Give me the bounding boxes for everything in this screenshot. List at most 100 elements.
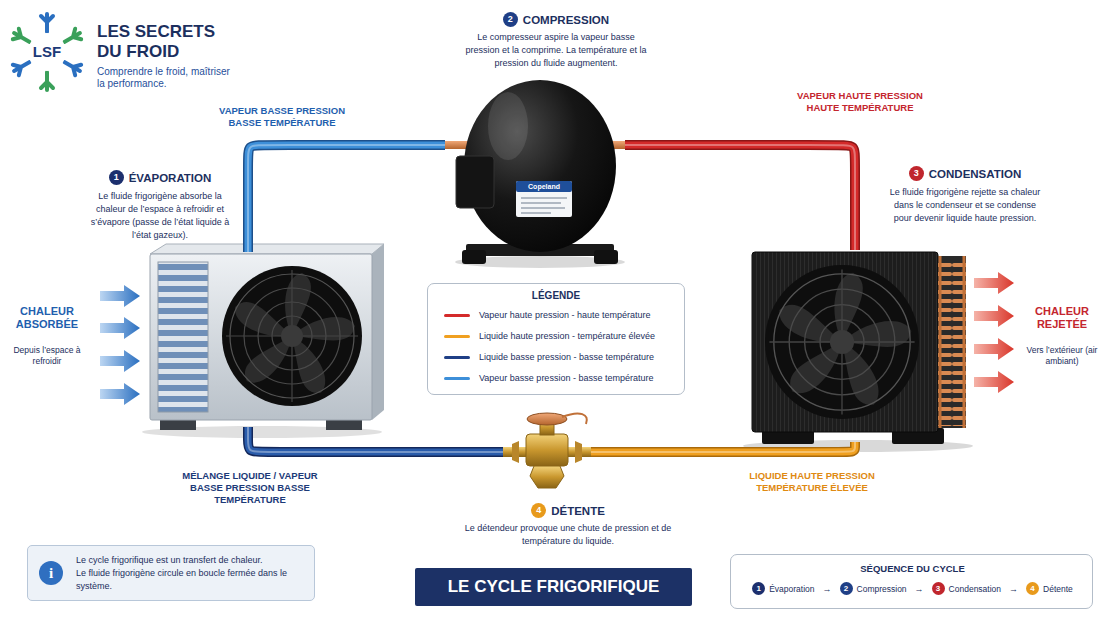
heat-arrow xyxy=(100,350,140,372)
step-number: 1 xyxy=(109,170,124,185)
pipe-body xyxy=(248,427,503,452)
description-text: Le détendeur provoque une chute de press… xyxy=(463,522,673,548)
legend-row: Liquide basse pression - basse températu… xyxy=(444,352,654,362)
legend-row: Vapeur basse pression - basse températur… xyxy=(444,373,653,383)
brand-tagline: Comprendre le froid, maîtriser la perfor… xyxy=(97,66,237,90)
heat-arrow xyxy=(100,285,140,307)
heat-out-arrows xyxy=(974,272,1014,393)
heat-arrow xyxy=(974,272,1014,294)
stage-heading: DÉTENTE xyxy=(551,505,605,517)
pipe-state-label: VAPEUR HAUTE PRESSION HAUTE TEMPÉRATURE xyxy=(785,90,935,114)
text-group: 1 ÉVAPORATION xyxy=(85,170,235,185)
snowflake-arm xyxy=(41,14,53,32)
heat-arrow xyxy=(974,371,1014,393)
text-group: Le cycle frigorifique est un transfert d… xyxy=(76,554,310,593)
expansion-stage: 4DÉTENTELe détendeur provoque une chute … xyxy=(503,405,591,495)
fan xyxy=(765,265,919,419)
sequence-step: Détente xyxy=(1043,584,1073,594)
snowflake-arm xyxy=(11,28,33,47)
diagram-title: LE CYCLE FRIGORIFIQUE xyxy=(448,577,660,597)
pipe-outline xyxy=(625,145,855,250)
title-bar: LE CYCLE FRIGORIFIQUE xyxy=(415,568,692,606)
step-number: 3 xyxy=(909,166,924,181)
legend-swatch xyxy=(444,335,470,338)
description-text: Le compresseur aspire la vapeur basse pr… xyxy=(461,31,651,70)
snowflake-arm xyxy=(61,28,83,47)
snowflake-arm xyxy=(61,57,83,76)
shell-highlight xyxy=(488,92,528,160)
refrigerant-pipe xyxy=(248,145,445,252)
evaporator-unit xyxy=(142,244,384,438)
text-group: Le compresseur aspire la vapeur basse pr… xyxy=(461,31,651,70)
text-group: Le fluide frigorigène absorbe la chaleur… xyxy=(85,190,235,242)
terminal-box xyxy=(456,156,494,208)
legend-heading: LÉGENDE xyxy=(427,290,685,302)
brand-name: LES SECRETS DU FROID xyxy=(97,22,225,62)
refrigerant-pipe xyxy=(591,442,855,452)
pipe-body xyxy=(591,442,855,452)
compressor-unit xyxy=(445,80,625,268)
stage-heading: COMPRESSION xyxy=(523,14,609,26)
pipe-shine xyxy=(591,442,855,452)
casing-side xyxy=(372,244,384,420)
text-group: 3CONDENSATION xyxy=(887,166,1043,181)
casing-top xyxy=(150,244,384,254)
step-number: 4 xyxy=(1026,582,1039,595)
name-plate-band xyxy=(516,181,572,192)
text-group: Le fluide frigorigène rejette sa chaleur… xyxy=(887,186,1043,225)
casing-front xyxy=(150,254,372,420)
legend-text: Vapeur basse pression - basse températur… xyxy=(479,373,653,383)
name-plate xyxy=(516,181,572,217)
heat-out-label: CHALEUR REJETÉE xyxy=(1024,305,1100,331)
coil-headers xyxy=(940,256,964,428)
sequence-step: Évaporation xyxy=(769,584,814,594)
rubber-foot xyxy=(594,250,618,264)
coil-back xyxy=(938,256,966,428)
heat-out-note: Vers l’extérieur (air ambiant) xyxy=(1022,345,1102,367)
pipe-state-label: LIQUIDE HAUTE PRESSION TEMPÉRATURE ÉLEVÉ… xyxy=(737,470,887,494)
description-text: Le fluide frigorigène absorbe la chaleur… xyxy=(85,190,235,242)
sequence-arrow: → xyxy=(1009,584,1018,594)
sequence-arrow: → xyxy=(823,584,832,594)
heat-arrow xyxy=(100,383,140,405)
pipe-state-label: VAPEUR BASSE PRESSION BASSE TEMPÉRATURE xyxy=(207,105,357,129)
heat-arrow xyxy=(974,305,1014,327)
plate-lines xyxy=(521,198,567,213)
pipe-outline xyxy=(248,427,503,452)
text-group: i xyxy=(39,561,65,585)
description-text: Le fluide frigorigène rejette sa chaleur… xyxy=(887,186,1043,225)
text-group: SÉQUENCE DU CYCLE xyxy=(731,562,1094,575)
sequence-step: Compression xyxy=(857,584,907,594)
text-group: 1 Évaporation → 2 Compression → 3 Condensation →… xyxy=(752,582,1073,595)
logo-center xyxy=(28,33,66,71)
text-group: 2 COMPRESSION xyxy=(461,12,651,27)
valve-cap xyxy=(527,413,567,425)
fan xyxy=(222,266,362,406)
legend-text: Liquide haute pression - température éle… xyxy=(479,331,655,341)
expansion-valve xyxy=(503,413,591,488)
sequence-arrow: → xyxy=(915,584,924,594)
step-number: 1 xyxy=(752,582,765,595)
valve-nut xyxy=(512,441,519,463)
refrigerant-pipe xyxy=(625,145,855,250)
pipe-outline xyxy=(591,442,855,452)
capillary-tube xyxy=(562,413,587,424)
step-number: 3 xyxy=(932,582,945,595)
stage-heading: ÉVAPORATION xyxy=(129,172,212,184)
heat-in-arrows xyxy=(100,285,140,405)
sequence-step: Condensation xyxy=(949,584,1001,594)
heat-arrow xyxy=(100,317,140,339)
step-number: 2 xyxy=(840,582,853,595)
rubber-foot xyxy=(462,250,486,264)
valve-bottom-nut xyxy=(530,466,564,488)
legend-swatch xyxy=(444,314,470,317)
legend-swatch xyxy=(444,356,470,359)
description-text: Le fluide frigorigène circule en boucle … xyxy=(76,567,310,593)
pipe-body xyxy=(248,145,445,252)
legend-swatch xyxy=(444,377,470,380)
legend-row: Liquide haute pression - température éle… xyxy=(444,331,655,341)
text-group: Le détendeur provoque une chute de press… xyxy=(463,522,673,548)
heat-arrow xyxy=(974,338,1014,360)
step-number: 2 xyxy=(503,12,518,27)
compressor-stage: 2COMPRESSIONLe compresseur aspire la vap… xyxy=(445,78,625,266)
